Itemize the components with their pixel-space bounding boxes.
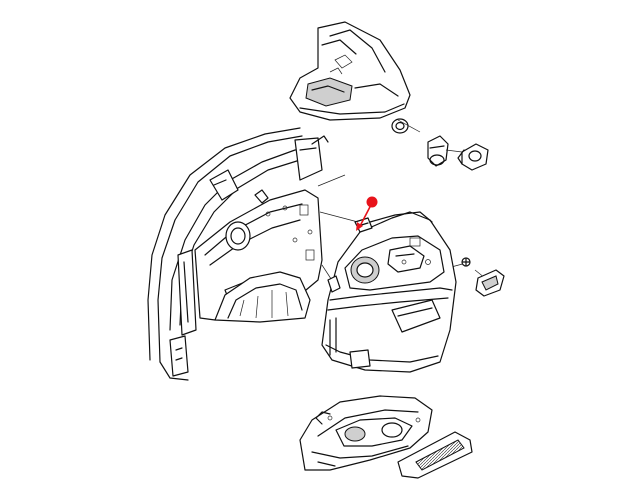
screw-part [461, 257, 471, 267]
lower-bin-assembly [299, 395, 433, 471]
callout-marker [356, 196, 378, 231]
cover-cap-part [475, 269, 505, 297]
power-outlet-part [457, 143, 489, 171]
quarter-trim-panel [321, 211, 457, 373]
callout-dot [366, 196, 378, 208]
callout-arrow [358, 202, 373, 229]
grille-plate-part [397, 431, 473, 479]
callout-arrowhead [356, 222, 363, 231]
upper-trim-assembly [289, 21, 411, 121]
quarter-panel-body [147, 127, 329, 381]
grommet-part [391, 118, 409, 134]
retainer-clip-part [427, 135, 449, 167]
